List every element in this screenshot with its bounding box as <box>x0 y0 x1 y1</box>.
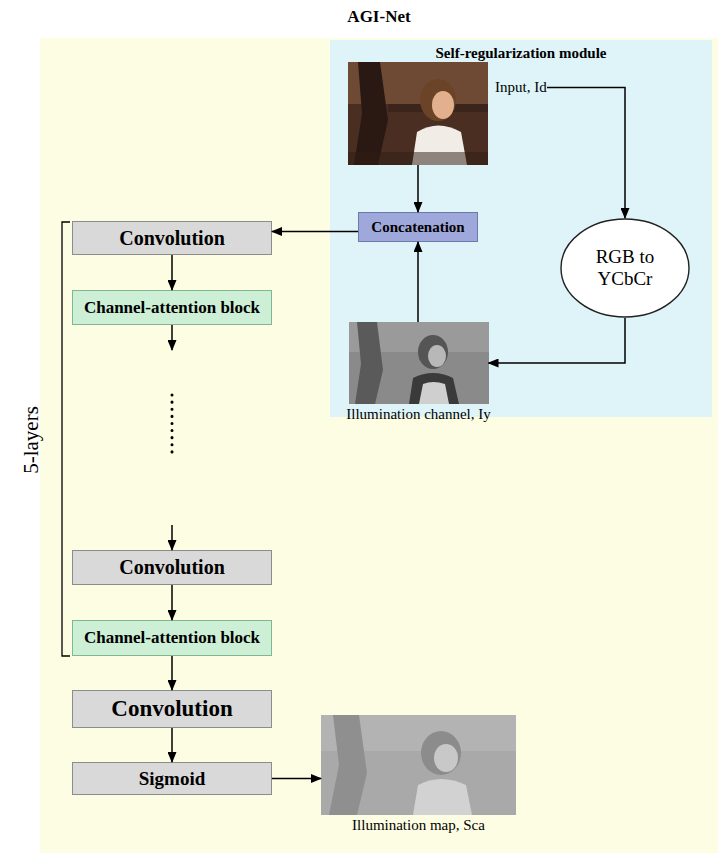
connector <box>418 165 419 212</box>
connector-line <box>272 778 321 780</box>
convert-ellipse: RGB to YCbCr <box>560 218 690 318</box>
connector <box>172 728 173 762</box>
node-text: Convolution <box>119 556 225 579</box>
connector <box>272 778 321 779</box>
connector <box>172 255 173 290</box>
ellipsis-dots <box>171 395 174 455</box>
connector-line <box>171 585 173 620</box>
connector-line <box>171 325 173 350</box>
connector-line <box>489 318 626 363</box>
node-text: Channel-attention block <box>84 628 260 648</box>
connector <box>547 88 625 219</box>
connector <box>272 231 358 232</box>
connector <box>418 242 419 322</box>
module-panel: Self-regularization module Input, Id Conc… <box>330 40 712 417</box>
image-node: Input, Id <box>348 62 547 165</box>
node-text: Illumination map, Sca <box>352 817 485 834</box>
connector-line <box>171 728 173 762</box>
image-node: Illumination map, Sca <box>321 715 516 834</box>
image-node: Illumination channel, Iy <box>346 322 491 423</box>
node-text: Channel-attention block <box>84 298 260 318</box>
connector-line <box>547 88 625 219</box>
connector-line <box>417 165 419 212</box>
attention-box: Channel-attention block <box>72 290 272 325</box>
attention-box: Channel-attention block <box>72 620 272 656</box>
connector-line <box>272 231 358 233</box>
node-text: Sigmoid <box>139 768 206 790</box>
bracket-line <box>62 222 70 656</box>
connector-line <box>417 242 419 322</box>
connector-line <box>171 656 173 690</box>
sigmoid-box: Sigmoid <box>72 762 272 795</box>
node-text: Convolution <box>119 227 225 250</box>
node-text: RGB to YCbCr <box>577 246 673 290</box>
conv-box: Convolution <box>72 690 272 728</box>
conv-box: Convolution <box>72 550 272 585</box>
input-photo <box>348 62 488 165</box>
node-text: AGI-Net <box>347 7 410 26</box>
label-holder: 5-layers <box>18 370 44 510</box>
connector <box>172 656 173 690</box>
connector-line <box>171 525 173 550</box>
connector <box>489 318 626 363</box>
heading-holder: Self-regularization module <box>330 44 712 62</box>
connector <box>172 325 173 550</box>
node-text: Concatenation <box>371 219 464 236</box>
node-text: Convolution <box>111 696 232 722</box>
illumination-photo <box>349 322 489 404</box>
layer-count-label: 5-layers <box>19 406 43 474</box>
conv-box: Convolution <box>72 221 272 255</box>
illumination-map-photo <box>321 715 516 815</box>
node-text: Input, Id <box>495 79 547 96</box>
network-panel: AGI-NetSelf-regularization module Input,… <box>40 38 718 853</box>
node-text: Illumination channel, Iy <box>346 406 491 423</box>
concat-box: Concatenation <box>358 212 478 242</box>
heading-holder: AGI-Net <box>40 7 718 27</box>
connector-line <box>171 255 173 290</box>
node-text: Self-regularization module <box>436 45 607 61</box>
connector <box>172 585 173 620</box>
